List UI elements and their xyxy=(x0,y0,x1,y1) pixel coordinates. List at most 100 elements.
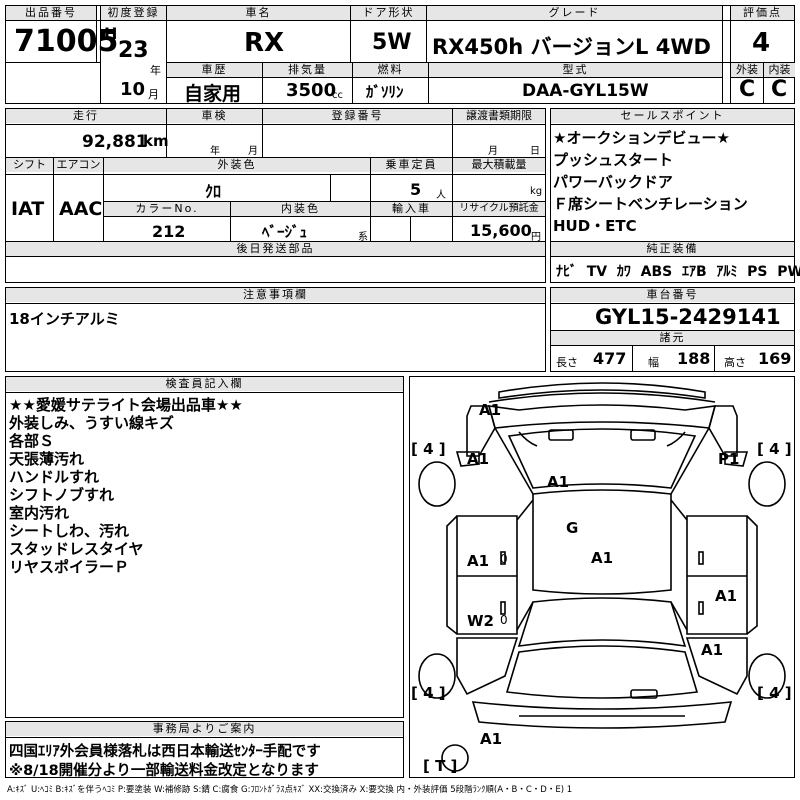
dims-label: 諸元 xyxy=(551,331,794,345)
sales-point: プッシュスタート xyxy=(553,151,674,169)
transfer-month: 月 xyxy=(488,146,498,157)
inspector-line: ハンドルすれ xyxy=(9,468,100,486)
sales-point: パワーバックドア xyxy=(553,173,673,191)
colorno: 212 xyxy=(152,222,186,241)
model: DAA-GYL15W xyxy=(522,81,649,101)
equip-item: TV xyxy=(586,264,608,280)
header-block xyxy=(5,5,795,104)
length-label: 長さ xyxy=(556,356,578,369)
lot-number: 71005 xyxy=(14,24,119,59)
history: 自家用 xyxy=(184,83,242,105)
sales-point: Ｆ席シートベンチレーション xyxy=(553,195,748,213)
inspection-label: 車検 xyxy=(167,109,262,123)
inspector-line: スタッドレスタイヤ xyxy=(9,540,144,558)
width-label: 幅 xyxy=(648,356,659,369)
office-line: 四国ｴﾘｱ外会員様落札は西日本輸送ｾﾝﾀｰ手配です xyxy=(9,744,321,760)
damage-mark: A1 xyxy=(479,401,502,419)
interior-color: ﾍﾞｰｼﾞｭ xyxy=(262,223,308,241)
damage-mark: A1 xyxy=(701,641,724,659)
sales-point: HUD・ETC xyxy=(553,217,637,235)
tire-depth: [ 4 ] xyxy=(411,684,446,702)
int-label: 内装 xyxy=(764,63,795,77)
office-block xyxy=(5,721,404,778)
inspection-year: 年 xyxy=(210,146,220,157)
inspection-month: 月 xyxy=(248,146,258,157)
plate-label: 登録番号 xyxy=(263,109,452,123)
tire-depth: [ 4 ] xyxy=(757,440,792,458)
month-unit: 月 xyxy=(148,88,159,101)
equip-item: ｴｱB xyxy=(681,264,707,280)
displacement-unit: cc xyxy=(332,90,343,101)
equip-item: ｱﾙﾐ xyxy=(716,264,738,280)
maxload-unit: kg xyxy=(530,186,543,197)
reg-month: 10 xyxy=(120,79,146,100)
sales-label: セールスポイント xyxy=(551,109,794,123)
int-rating: C xyxy=(771,77,788,102)
interior-label: 内装色 xyxy=(231,202,370,216)
inspector-line: 外装しみ、うすい線キズ xyxy=(9,414,175,432)
notes-block xyxy=(5,287,546,372)
length: 477 xyxy=(593,349,627,368)
door-type: 5W xyxy=(372,30,412,55)
chassis-label: 車台番号 xyxy=(551,288,794,302)
mileage-label: 走行 xyxy=(6,109,166,123)
chassis-block xyxy=(550,287,795,372)
legend: A:ｷｽﾞ U:ﾍｺﾐ B:ｷｽﾞを伴うﾍｺﾐ P:要塗装 W:補修跡 S:錆 … xyxy=(7,785,573,795)
height-label: 高さ xyxy=(724,356,746,369)
ext-label: 外装 xyxy=(731,63,763,77)
inspector-label: 検査員記入欄 xyxy=(6,377,403,391)
inspector-line: 天張薄汚れ xyxy=(9,450,85,468)
damage-mark: P1 xyxy=(718,450,740,468)
score-label: 評価点 xyxy=(731,6,794,20)
damage-mark: A1 xyxy=(591,549,614,567)
equip-item: ABS xyxy=(640,264,673,280)
capacity-label: 乗車定員 xyxy=(371,158,452,172)
chassis-number: GYL15-2429141 xyxy=(595,305,781,329)
door-label: ドア形状 xyxy=(351,6,426,20)
damage-mark: G xyxy=(566,519,579,537)
car-name-label: 車名 xyxy=(167,6,350,20)
sales-block xyxy=(550,108,795,283)
damage-mark: 0 xyxy=(500,613,508,627)
maxload-label: 最大積載量 xyxy=(453,158,545,172)
lot-label: 出品番号 xyxy=(6,6,96,20)
office-label: 事務局よりご案内 xyxy=(6,722,403,736)
car-outline xyxy=(418,382,786,772)
damage-mark: A1 xyxy=(467,450,490,468)
tire-depth: [ 4 ] xyxy=(411,440,446,458)
damage-mark: W2 xyxy=(467,612,494,630)
ext-rating: C xyxy=(739,77,756,102)
damage-mark: A1 xyxy=(715,587,738,605)
color: ｸﾛ xyxy=(205,182,222,201)
spare-tire-depth: [ T ] xyxy=(423,757,458,775)
score: 4 xyxy=(752,28,771,58)
colorno-label: カラーNo. xyxy=(104,202,230,216)
inspector-line: シートしわ、汚れ xyxy=(9,522,130,540)
equip-item: PW xyxy=(777,264,800,280)
import-label: 輸入車 xyxy=(371,202,452,216)
displacement: 3500 xyxy=(286,80,337,101)
notes-text: 18インチアルミ xyxy=(9,310,120,328)
first-reg-label: 初度登録 xyxy=(101,6,166,20)
recycle-unit: 円 xyxy=(531,232,541,243)
transfer-label: 譲渡書類期限 xyxy=(453,109,545,123)
era: H xyxy=(104,24,118,43)
capacity: 5 xyxy=(410,180,422,199)
inspector-block xyxy=(5,376,404,718)
damage-mark: 0 xyxy=(500,552,508,566)
equipment-label: 純正装備 xyxy=(551,242,794,256)
fuel: ｶﾞｿﾘﾝ xyxy=(366,83,404,101)
car-name: RX xyxy=(244,28,285,58)
grade-label: グレード xyxy=(427,6,722,20)
mileage-unit: km xyxy=(143,132,169,150)
equipment-list: ﾅﾋﾞ TV ｶﾜ ABS ｴｱB ｱﾙﾐ PS PW xyxy=(556,261,800,281)
width: 188 xyxy=(677,349,711,368)
inspector-line: 各部Ｓ xyxy=(9,432,55,450)
displacement-label: 排気量 xyxy=(263,63,352,77)
equip-item: PS xyxy=(747,264,768,280)
inspector-line: ★★愛媛サテライト会場出品車★★ xyxy=(9,396,243,414)
history-label: 車歴 xyxy=(167,63,262,77)
capacity-unit: 人 xyxy=(436,190,446,201)
inspector-line: 室内汚れ xyxy=(9,504,70,522)
equip-item: ﾅﾋﾞ xyxy=(556,264,577,280)
